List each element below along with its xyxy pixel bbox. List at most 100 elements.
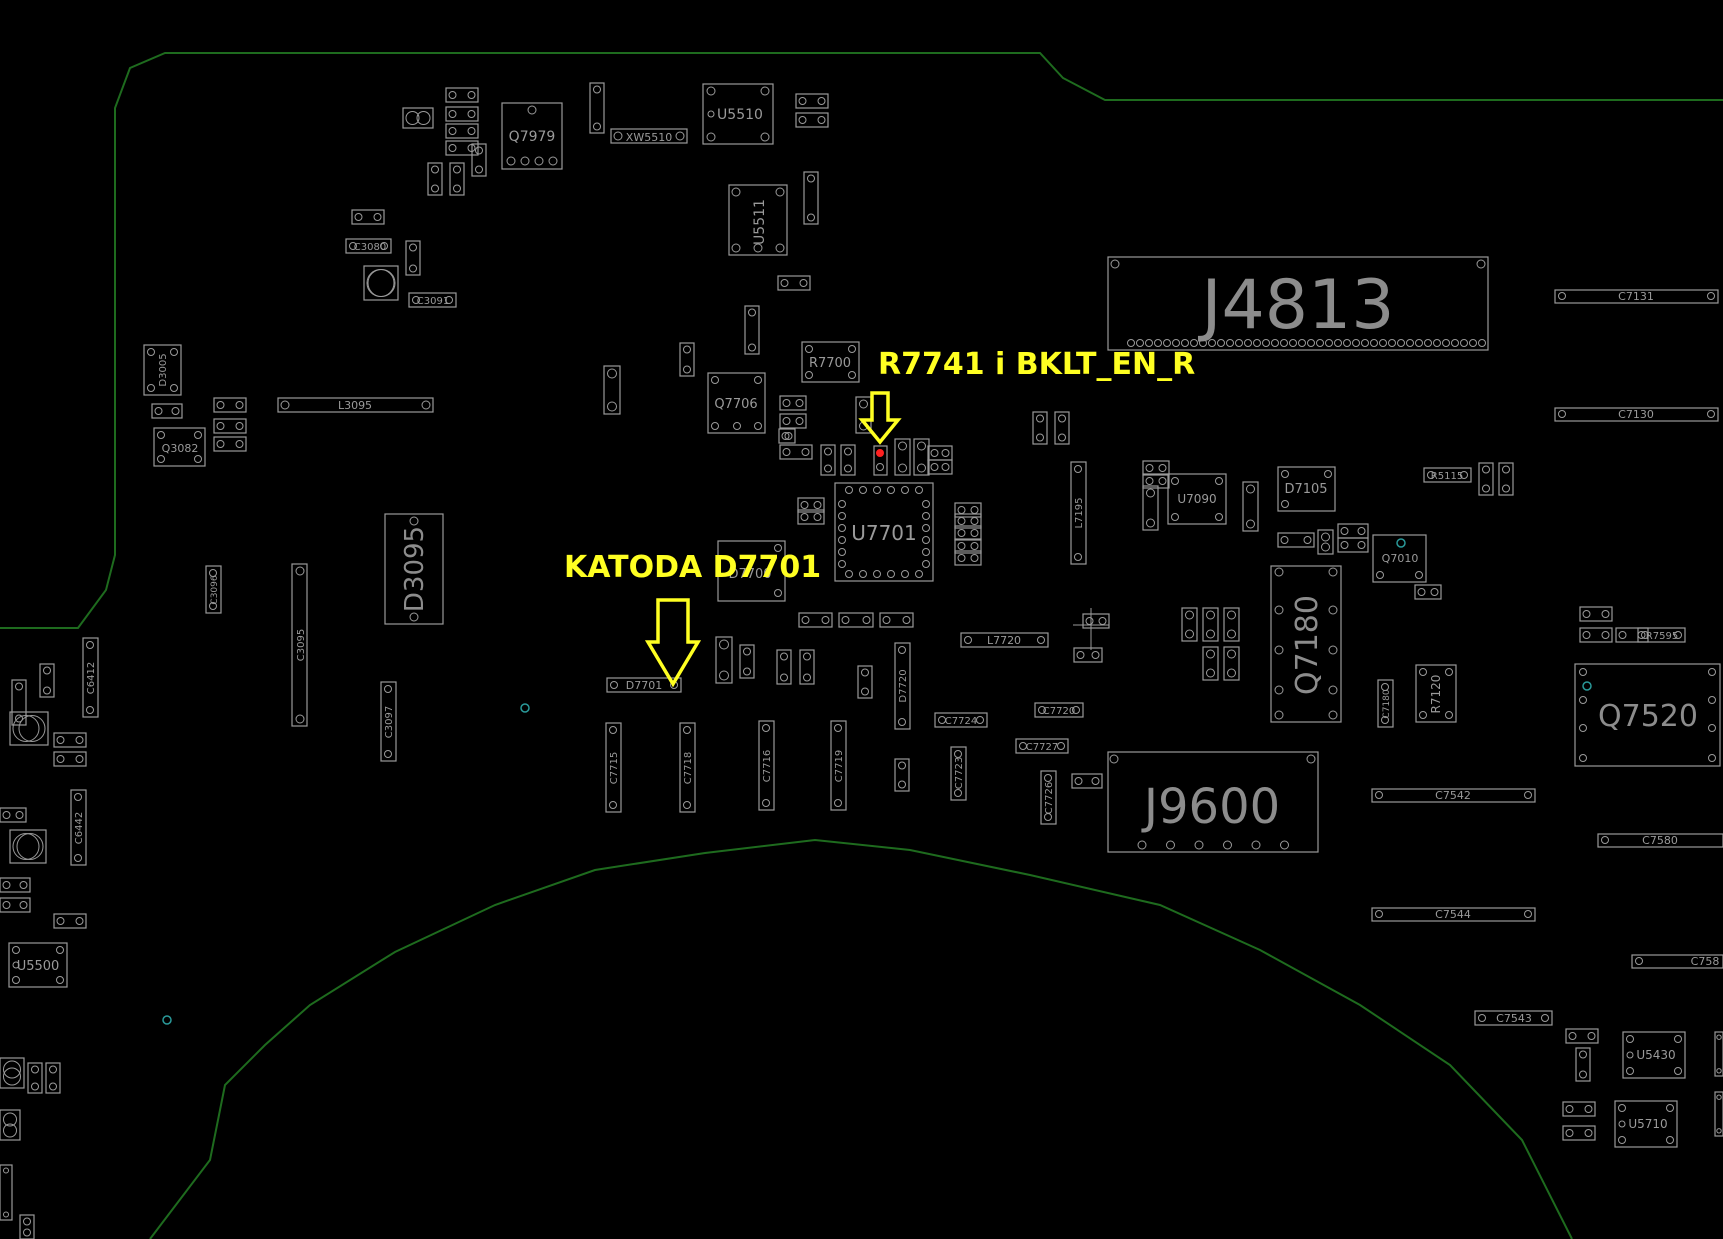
connector-j4813[interactable]: J4813	[1107, 256, 1489, 351]
passive-component	[1223, 607, 1240, 642]
component-l3095[interactable]: L3095	[277, 397, 434, 413]
component-c7715[interactable]: C7715	[605, 722, 622, 813]
component-c3096[interactable]: C3096	[205, 565, 222, 614]
component-c7580[interactable]: C7580	[1597, 833, 1723, 848]
passive-component	[1337, 523, 1369, 539]
passive-component	[445, 140, 479, 156]
u7090-label: U7090	[1177, 492, 1216, 506]
passive-component	[797, 497, 825, 513]
r7120-label: R7120	[1429, 675, 1443, 714]
component-c7542[interactable]: C7542	[1371, 788, 1536, 803]
passive-component	[445, 123, 479, 139]
component-q7979[interactable]: Q7979	[501, 102, 563, 170]
u7701-label: U7701	[851, 521, 917, 545]
component-q7180[interactable]: Q7180	[1270, 565, 1342, 723]
component-c7544[interactable]: C7544	[1371, 907, 1536, 922]
ic-pin	[859, 486, 867, 494]
connector-pin	[1289, 339, 1297, 347]
passive-component	[151, 403, 183, 419]
component-c7131[interactable]: C7131	[1554, 289, 1719, 304]
j4813-label: J4813	[1197, 266, 1394, 345]
c7715-label: C7715	[609, 752, 620, 784]
annotation-arrow-katoda	[644, 598, 702, 688]
d3005-label: D3005	[158, 353, 169, 386]
connector-j9600[interactable]: J9600	[1107, 751, 1319, 853]
passive-component	[1223, 646, 1240, 681]
component-q7520[interactable]: Q7520	[1574, 663, 1721, 767]
u5710-label: U5710	[1628, 1117, 1667, 1131]
component-d3095[interactable]: D3095	[384, 513, 444, 625]
component-c7716[interactable]: C7716	[758, 720, 775, 811]
component-d3005[interactable]: D3005	[143, 344, 182, 396]
ic-pin	[873, 486, 881, 494]
c7718-label: C7718	[683, 752, 694, 784]
passive-component	[1615, 627, 1649, 643]
component-c3095[interactable]: C3095	[291, 563, 308, 727]
u5430-label: U5430	[1636, 1048, 1675, 1062]
connector-pin	[1379, 339, 1387, 347]
component-u5500[interactable]: U5500	[8, 942, 68, 988]
component-r7741-highlight[interactable]	[873, 445, 888, 476]
component-u5430[interactable]: U5430	[1622, 1031, 1686, 1079]
passive-component	[820, 444, 836, 476]
component-u7701[interactable]: U7701	[834, 482, 934, 582]
connector-pin	[1451, 339, 1459, 347]
component-c7720[interactable]: C7720	[1034, 702, 1084, 718]
component-c7130[interactable]: C7130	[1554, 407, 1719, 422]
passive-component	[1142, 485, 1159, 531]
passive-component	[405, 240, 421, 276]
component-u5511[interactable]: U5511	[728, 184, 788, 256]
component-c7180[interactable]: C7180	[1377, 679, 1394, 728]
component-d7700[interactable]: D7700	[717, 540, 786, 602]
component-r7700[interactable]: R7700	[801, 341, 860, 383]
component-c3091[interactable]: C3091	[408, 292, 457, 308]
passive-component	[19, 1214, 35, 1239]
passive-component	[471, 143, 487, 177]
component-l7720[interactable]: L7720	[960, 632, 1049, 648]
component-c7726[interactable]: C7726	[1040, 770, 1057, 825]
l7720-label: L7720	[987, 634, 1021, 647]
passive-component	[53, 913, 87, 929]
component-d7701[interactable]: D7701	[606, 677, 682, 693]
passive-component	[1714, 1031, 1723, 1077]
component-xw5510[interactable]: XW5510	[610, 128, 688, 144]
component-c7543[interactable]: C7543	[1474, 1010, 1553, 1026]
q7180-label: Q7180	[1290, 595, 1325, 695]
connector-pin	[1137, 840, 1147, 850]
component-u7090[interactable]: U7090	[1167, 473, 1227, 525]
component-r5115[interactable]: R5115	[1423, 467, 1472, 483]
component-c7724[interactable]: C7724	[934, 712, 988, 728]
component-c7727[interactable]: C7727	[1015, 738, 1069, 754]
passive-component	[1317, 529, 1334, 555]
component-c7723[interactable]: C7723	[950, 746, 967, 801]
component-q3082[interactable]: Q3082	[153, 427, 206, 467]
component-c6412[interactable]: C6412	[82, 637, 99, 718]
component-c3097[interactable]: C3097	[380, 681, 397, 762]
component-c3080[interactable]: C3080	[345, 238, 392, 254]
c7580-label: C7580	[1642, 834, 1678, 847]
passive-component	[1579, 606, 1613, 622]
connector-pin	[1217, 339, 1225, 347]
connector-pin	[1298, 339, 1306, 347]
component-q7706[interactable]: Q7706	[707, 372, 766, 434]
d7701-label: D7701	[626, 679, 662, 692]
u5510-label: U5510	[717, 107, 763, 123]
component-c758[interactable]: C758	[1631, 954, 1723, 969]
passive-component	[0, 877, 31, 893]
component-d7105[interactable]: D7105	[1277, 466, 1336, 512]
component-u5710[interactable]: U5710	[1614, 1100, 1678, 1148]
component-l7195[interactable]: L7195	[1070, 461, 1087, 565]
component-r7120[interactable]: R7120	[1415, 664, 1457, 723]
ic-pin	[901, 486, 909, 494]
component-c6442[interactable]: C6442	[70, 789, 87, 866]
ic-pin	[922, 536, 930, 544]
passive-component	[53, 732, 87, 748]
component-c7718[interactable]: C7718	[679, 722, 696, 813]
passive-component	[1142, 460, 1170, 476]
ic-pin	[887, 570, 895, 578]
component-u5510[interactable]: U5510	[702, 83, 774, 145]
component-d7720[interactable]: D7720	[894, 642, 911, 730]
passive-component	[1565, 1028, 1599, 1044]
component-c7719[interactable]: C7719	[830, 720, 847, 811]
component-q7010[interactable]: Q7010	[1372, 534, 1427, 583]
